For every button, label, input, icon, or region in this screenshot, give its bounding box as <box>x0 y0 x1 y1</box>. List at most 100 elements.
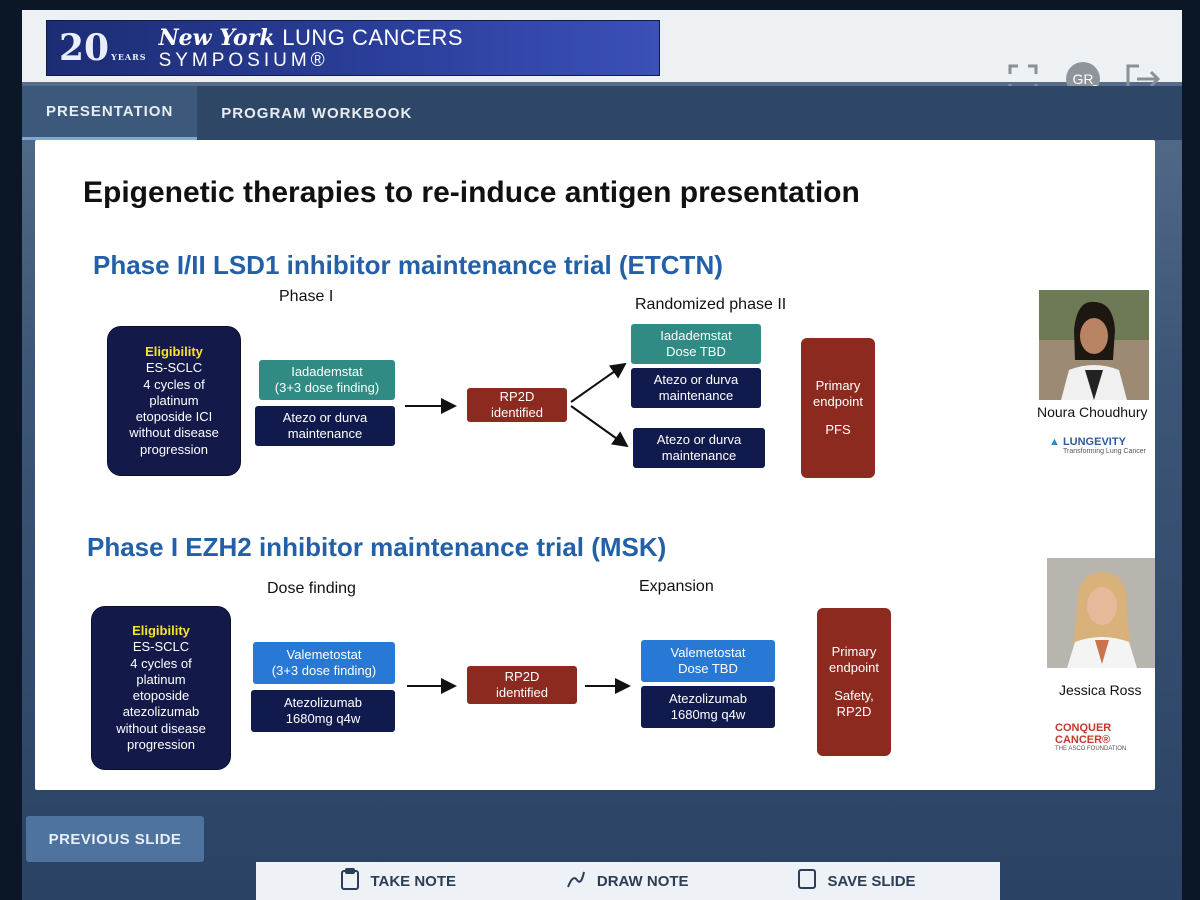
tool-label: SAVE SLIDE <box>827 872 916 890</box>
trial1-phase1-label: Phase I <box>279 288 334 305</box>
conquer-cancer-logo: CONQUER CANCER® THE ASCO FOUNDATION <box>1055 722 1155 752</box>
box-line: endpoint <box>829 659 879 675</box>
save-slide-button[interactable]: SAVE SLIDE <box>797 868 916 894</box>
logo-sub: Transforming Lung Cancer <box>1063 448 1147 455</box>
box-line: Atezolizumab <box>668 690 748 706</box>
box-line: RP2D <box>836 704 872 720</box>
tool-label: TAKE NOTE <box>370 872 456 890</box>
tab-presentation[interactable]: PRESENTATION <box>22 86 198 140</box>
trial2-elig-line: without disease <box>116 720 206 736</box>
box-line: Valemetostat <box>670 644 746 660</box>
box-line: endpoint <box>813 393 863 409</box>
trial1-elig-line: platinum <box>149 392 199 408</box>
slide-toolbar: TAKE NOTE DRAW NOTE SAVE SLIDE <box>256 862 1000 900</box>
trial1-drug1-box: Iadademstat (3+3 dose finding) <box>259 360 395 400</box>
box-line: (3+3 dose finding) <box>271 663 377 678</box>
trial2-endpoint-box: Primary endpoint Safety, RP2D <box>817 608 891 756</box>
logo-main: CONQUER CANCER® <box>1055 722 1112 746</box>
trial1-elig-line: etoposide ICI <box>135 409 213 425</box>
trial2-drug2-box: Atezolizumab 1680mg q4w <box>251 690 395 732</box>
speaker-name-2: Jessica Ross <box>1059 682 1142 698</box>
trial1-arm-a-bottom: Atezo or durva maintenance <box>631 368 761 408</box>
trial1-endpoint-box: Primary endpoint PFS <box>801 338 875 478</box>
banner-title-rest: LUNG CANCERS <box>282 24 464 50</box>
box-line: Iadademstat <box>291 363 363 379</box>
logo-sub: THE ASCO FOUNDATION <box>1055 746 1127 752</box>
symposium-banner: 20 YEARS New York LUNG CANCERS SYMPOSIUM… <box>46 20 660 76</box>
tab-bar: PRESENTATION PROGRAM WORKBOOK <box>22 86 1182 140</box>
box-line: Primary <box>831 643 877 659</box>
trial1-eligibility-box: Eligibility ES-SCLC 4 cycles of platinum… <box>107 326 241 476</box>
trial2-eligibility-head: Eligibility <box>132 623 190 638</box>
box-line: maintenance <box>287 426 363 441</box>
arrow <box>570 362 627 403</box>
speaker-photo <box>1039 290 1149 400</box>
trial1-title: Phase I/II LSD1 inhibitor maintenance tr… <box>93 250 723 280</box>
presentation-slide: Epigenetic therapies to re-induce antige… <box>35 140 1155 790</box>
trial1-elig-line: 4 cycles of <box>143 376 205 392</box>
box-line: Atezo or durva <box>656 431 742 447</box>
speaker-name-1: Noura Choudhury <box>1037 404 1148 420</box>
slide-title: Epigenetic therapies to re-induce antige… <box>83 176 860 209</box>
box-line: Dose TBD <box>678 661 738 676</box>
arrow <box>570 405 629 448</box>
lungevity-logo-icon: ▲ <box>1049 436 1060 448</box>
trial2-elig-line: atezolizumab <box>122 704 200 720</box>
clipboard-icon <box>340 868 360 894</box>
trial2-elig-line: 4 cycles of <box>130 655 192 671</box>
box-line: maintenance <box>661 448 737 463</box>
save-icon <box>797 868 817 894</box>
top-bar: 20 YEARS New York LUNG CANCERS SYMPOSIUM… <box>22 10 1182 96</box>
tab-program-workbook[interactable]: PROGRAM WORKBOOK <box>221 104 413 122</box>
box-line: RP2D <box>504 668 540 684</box>
trial1-drug2-box: Atezo or durva maintenance <box>255 406 395 446</box>
previous-slide-button[interactable]: PREVIOUS SLIDE <box>26 816 204 862</box>
trial1-elig-line: without disease <box>129 425 219 441</box>
take-note-button[interactable]: TAKE NOTE <box>340 868 456 894</box>
anniversary-badge: 20 YEARS <box>59 30 147 66</box>
trial2-expansion-bottom: Atezolizumab 1680mg q4w <box>641 686 775 728</box>
banner-title: New York LUNG CANCERS <box>158 24 464 51</box>
lungevity-logo: ▲ LUNGEVITY Transforming Lung Cancer <box>1049 436 1146 455</box>
trial2-drug1-box: Valemetostat (3+3 dose finding) <box>253 642 395 684</box>
trial2-expansion-top: Valemetostat Dose TBD <box>641 640 775 682</box>
trial2-elig-line: ES-SCLC <box>132 639 190 655</box>
anniversary-years: YEARS <box>111 52 147 62</box>
speaker-photo <box>1047 558 1155 668</box>
flow-arrows <box>405 362 631 694</box>
trial1-arm-b: Atezo or durva maintenance <box>633 428 765 468</box>
logo-main: LUNGEVITY <box>1062 436 1126 448</box>
trial2-rp2d-box: RP2D identified <box>467 666 577 704</box>
banner-title-italic: New York <box>158 24 275 51</box>
anniversary-number: 20 <box>59 27 110 69</box>
box-line: identified <box>495 685 549 700</box>
trial1-arm-a-top: Iadademstat Dose TBD <box>631 324 761 364</box>
trial2-elig-line: etoposide <box>132 688 190 703</box>
box-line: Atezolizumab <box>283 694 363 710</box>
box-line: RP2D <box>499 388 535 404</box>
box-line: Iadademstat <box>660 327 732 343</box>
box-line: Atezo or durva <box>282 409 368 425</box>
box-line: maintenance <box>658 388 734 403</box>
trial1-elig-line: progression <box>140 441 208 457</box>
box-line: 1680mg q4w <box>670 707 746 722</box>
box-line: PFS <box>825 422 851 438</box>
trial2-phase1-label: Dose finding <box>267 580 356 597</box>
trial2-phase2-label: Expansion <box>639 578 714 595</box>
fullscreen-icon[interactable] <box>1004 60 1042 98</box>
box-line: Atezo or durva <box>653 371 739 387</box>
box-line: Dose TBD <box>666 344 726 359</box>
draw-icon <box>565 868 587 894</box>
trial2-title: Phase I EZH2 inhibitor maintenance trial… <box>87 532 667 562</box>
box-line: Primary <box>815 377 861 393</box>
trial2-elig-line: platinum <box>136 671 186 687</box>
trial1-eligibility-head: Eligibility <box>145 344 203 360</box>
trial1-rp2d-box: RP2D identified <box>467 388 567 422</box>
trial1-phase2-label: Randomized phase II <box>635 296 787 313</box>
box-line: identified <box>490 405 544 420</box>
draw-note-button[interactable]: DRAW NOTE <box>565 868 689 894</box>
banner-subtitle: SYMPOSIUM® <box>158 49 329 71</box>
box-line: Safety, <box>834 688 874 703</box>
trial2-elig-line: progression <box>127 736 195 752</box>
trial1-elig-line: ES-SCLC <box>145 360 203 376</box>
